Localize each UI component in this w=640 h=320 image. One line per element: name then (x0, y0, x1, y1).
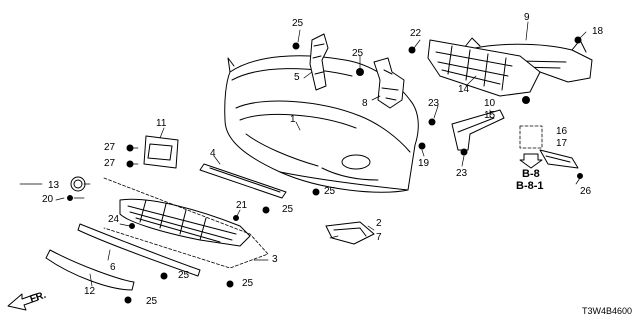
part-label-12: 12 (84, 286, 96, 297)
part-label-7: 7 (376, 232, 382, 243)
part-label-25: 25 (242, 278, 254, 289)
part-label-27: 27 (104, 158, 116, 169)
part-label-9: 9 (524, 12, 530, 23)
part-label-4: 4 (210, 148, 216, 159)
part-label-23: 23 (428, 98, 440, 109)
bracket-8 (373, 57, 405, 109)
bracket-5 (309, 33, 329, 91)
part-label-27: 27 (104, 142, 116, 153)
part-label-25: 25 (352, 48, 364, 59)
part-label-19: 19 (418, 158, 430, 169)
leader-lines (19, 21, 587, 287)
fog-garnish-2-7 (325, 221, 375, 245)
part-label-11: 11 (156, 118, 167, 129)
reference-b8-1[interactable]: B-8-1 (516, 180, 544, 192)
part-label-25: 25 (146, 296, 158, 307)
part-label-25: 25 (178, 270, 190, 281)
part-label-18: 18 (592, 26, 604, 37)
part-label-10: 10 (484, 98, 496, 109)
front-direction-arrow (7, 293, 39, 311)
front-bumper-face (224, 55, 419, 193)
part-label-26: 26 (580, 186, 592, 197)
part-label-6: 6 (110, 262, 116, 273)
bracket-16-17 (539, 149, 579, 169)
part-label-14: 14 (458, 84, 470, 95)
part-label-25: 25 (324, 186, 336, 197)
part-label-25: 25 (292, 18, 304, 29)
lower-spoiler-12 (45, 249, 135, 291)
part-label-25: 25 (282, 204, 294, 215)
part-label-21: 21 (236, 200, 248, 211)
part-label-3: 3 (272, 254, 278, 265)
part-label-15: 15 (484, 110, 496, 121)
part-label-23: 23 (456, 168, 468, 179)
part-label-5: 5 (294, 72, 300, 83)
diagram-code: T3W4B4600 (582, 306, 633, 316)
part-label-8: 8 (362, 98, 368, 109)
reference-callout-box (519, 125, 543, 169)
part-label-20: 20 (42, 194, 54, 205)
fasteners (67, 36, 583, 304)
tow-hook-cap-13 (70, 176, 86, 192)
part-label-16: 16 (556, 126, 568, 137)
absorber-14 (427, 39, 541, 97)
part-label-2: 2 (376, 218, 382, 229)
part-label-17: 17 (556, 138, 568, 149)
bracket-10-15 (451, 109, 505, 151)
lower-plate-4 (199, 163, 287, 199)
license-bracket-11 (143, 135, 179, 169)
lower-grille (103, 177, 269, 269)
part-label-24: 24 (108, 214, 120, 225)
part-label-13: 13 (48, 180, 60, 191)
garnish-6 (77, 223, 201, 277)
reference-b8[interactable]: B-8 (522, 168, 540, 180)
part-label-1: 1 (290, 114, 296, 125)
part-label-22: 22 (410, 28, 422, 39)
